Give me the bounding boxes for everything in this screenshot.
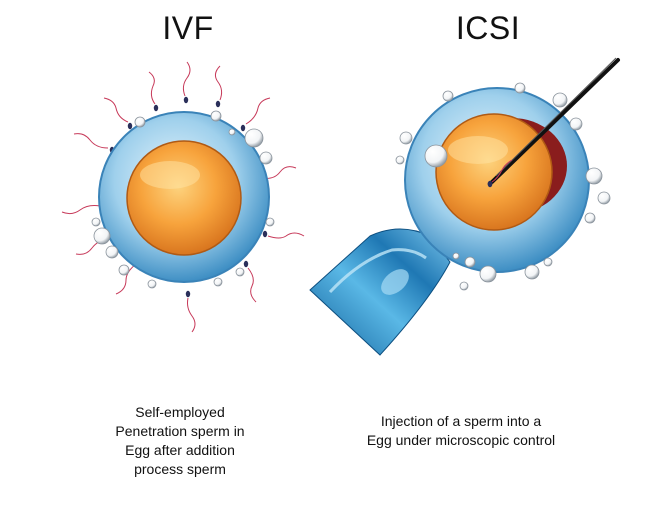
icsi-egg-illustration [309,57,620,356]
holding-pipette [309,228,451,356]
ivf-cytoplasm [126,140,242,256]
icsi-caption: Injection of a sperm into a Egg under mi… [336,412,586,450]
ivf-caption: Self-employed Penetration sperm in Egg a… [80,403,280,479]
ivf-caption-line: Self-employed [135,404,225,420]
ivf-caption-line: Egg after addition [125,442,235,458]
ivf-egg-illustration [61,61,305,333]
ivf-bubbles [91,110,275,289]
injection-needle [487,57,620,188]
ivf-title: IVF [162,10,214,46]
icsi-cytoplasm [435,113,553,231]
icsi-bubbles [395,82,611,291]
ivf-caption-line: process sperm [134,461,226,477]
icsi-caption-line: Injection of a sperm into a [380,413,542,429]
icsi-title: ICSI [455,10,521,46]
ivf-caption-line: Penetration sperm in [115,423,245,439]
icsi-caption-line: Egg under microscopic control [366,432,556,448]
